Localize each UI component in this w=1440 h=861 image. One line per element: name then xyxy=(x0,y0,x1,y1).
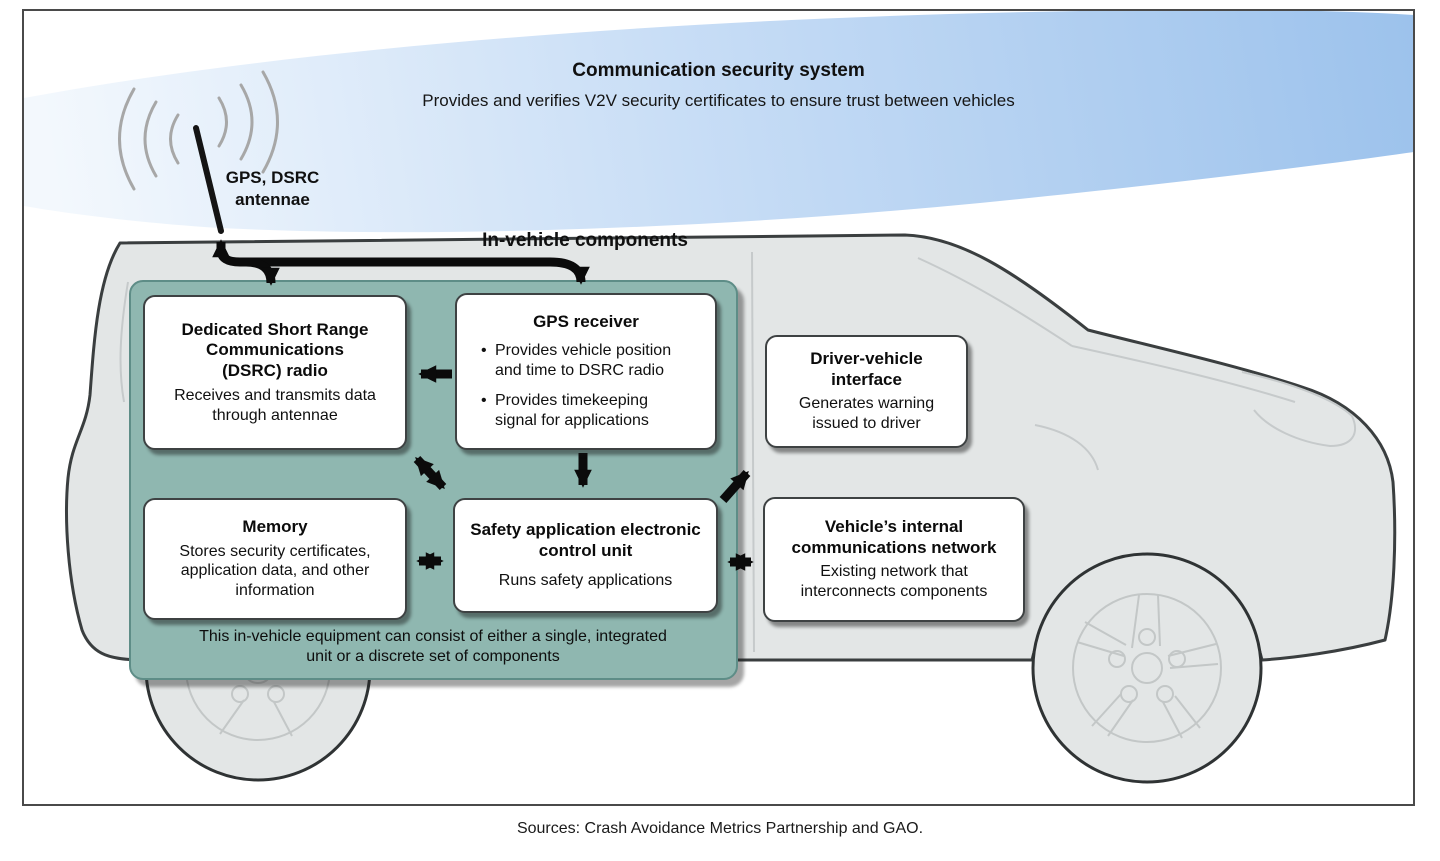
in-vehicle-components-label: In-vehicle components xyxy=(482,230,688,251)
antenna-label-line2: antennae xyxy=(235,189,310,209)
arrow-antenna-to-dsrc xyxy=(245,257,280,286)
gps-bullet-2: Provides timekeeping signal for applicat… xyxy=(479,391,693,431)
memory-body: Stores security certificates, applicatio… xyxy=(179,542,371,600)
sources-line: Sources: Crash Avoidance Metrics Partner… xyxy=(516,820,924,837)
safety-application-ecu-body: Runs safety applications xyxy=(498,572,673,590)
internal-network-body: Existing network that interconnects comp… xyxy=(800,563,988,601)
internal-network-title: Vehicle’s internal communications networ… xyxy=(791,516,997,557)
vehicle-detail-lines xyxy=(119,251,1357,653)
communication-security-title: Communication security system xyxy=(572,60,865,81)
communication-security-subtitle: Provides and verifies V2V security certi… xyxy=(422,91,1015,110)
gps-receiver-box: GPS receiver Provides vehicle position a… xyxy=(455,293,717,450)
communication-swoosh xyxy=(24,9,1414,233)
memory-box: Memory Stores security certificates, app… xyxy=(143,498,407,620)
memory-title: Memory xyxy=(242,516,308,536)
arrow-dsrc-safety-bidirectional xyxy=(413,455,447,491)
antenna-label-line1: GPS, DSRC xyxy=(225,168,320,187)
safety-application-ecu-title: Safety application electronic control un… xyxy=(470,519,701,560)
arrow-safety-to-driver xyxy=(719,470,751,503)
antenna-label: GPS, DSRC antennae xyxy=(190,167,355,211)
front-wheel xyxy=(1031,552,1263,784)
internal-network-box: Vehicle’s internal communications networ… xyxy=(763,497,1025,622)
driver-vehicle-interface-body: Generates warning issued to driver xyxy=(798,395,935,433)
safety-application-ecu-box: Safety application electronic control un… xyxy=(453,498,718,613)
driver-vehicle-interface-title: Driver-vehicle interface xyxy=(810,348,923,389)
gps-receiver-title: GPS receiver xyxy=(533,312,639,332)
dsrc-radio-title: Dedicated Short Range Communications (DS… xyxy=(181,319,369,381)
signal-waves-icon xyxy=(118,70,279,191)
panel-note: This in-vehicle equipment can consist of… xyxy=(199,628,667,665)
dsrc-radio-box: Dedicated Short Range Communications (DS… xyxy=(143,295,407,450)
antenna-mast xyxy=(193,125,224,234)
arrow-antenna-to-gps xyxy=(216,249,590,285)
gps-bullet-1: Provides vehicle position and time to DS… xyxy=(479,341,693,381)
dsrc-radio-body: Receives and transmits data through ante… xyxy=(174,386,376,424)
driver-vehicle-interface-box: Driver-vehicle interface Generates warni… xyxy=(765,335,968,448)
gps-receiver-bullets: Provides vehicle position and time to DS… xyxy=(479,341,693,430)
